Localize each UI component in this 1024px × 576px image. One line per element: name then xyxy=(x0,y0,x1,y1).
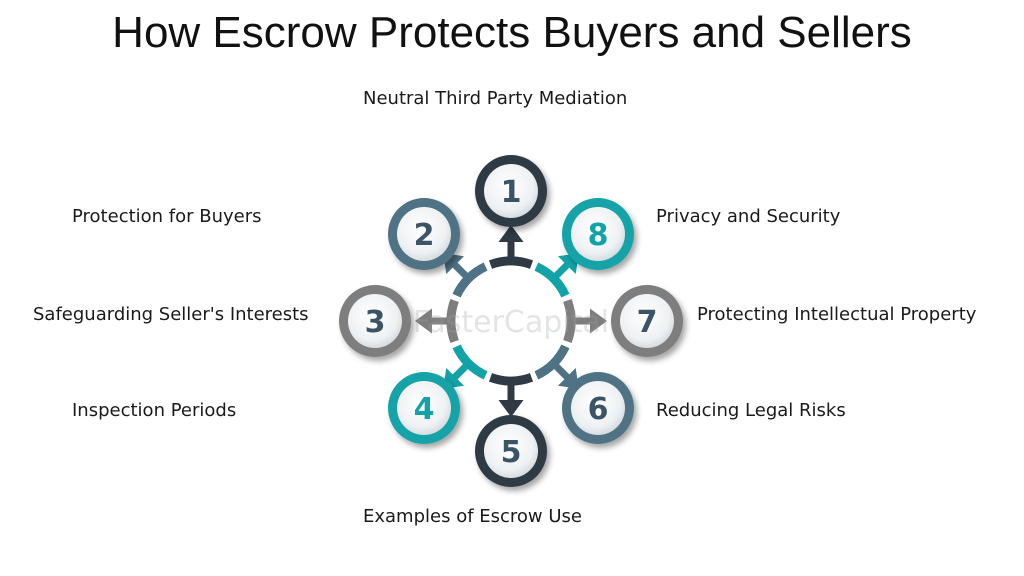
badge-number-8: 8 xyxy=(588,218,609,253)
label-item-3: Safeguarding Seller's Interests xyxy=(33,304,309,325)
badge-number-5: 5 xyxy=(501,435,522,470)
badge-number-6: 6 xyxy=(588,392,609,427)
badge-face-7 xyxy=(620,294,674,348)
ring-arc-8 xyxy=(534,262,570,298)
label-item-4: Inspection Periods xyxy=(72,400,237,421)
label-item-1: Neutral Third Party Mediation xyxy=(363,88,628,109)
arrow-stem-6 xyxy=(552,362,572,382)
ring-arc-1 xyxy=(488,256,534,269)
badge-2: 2 xyxy=(388,198,460,270)
badge-5: 5 xyxy=(475,415,547,487)
ring-arc-5 xyxy=(488,373,534,386)
label-item-8: Privacy and Security xyxy=(656,206,841,227)
badge-face-2 xyxy=(397,207,451,261)
badge-number-1: 1 xyxy=(501,175,522,210)
badge-3: 3 xyxy=(339,285,411,357)
label-item-2: Protection for Buyers xyxy=(72,206,262,227)
badge-face-6 xyxy=(571,381,625,435)
badge-number-2: 2 xyxy=(414,218,435,253)
diagram-title: How Escrow Protects Buyers and Sellers xyxy=(112,8,912,57)
badge-number-3: 3 xyxy=(365,305,386,340)
ring-arc-3 xyxy=(446,298,459,344)
badge-face-5 xyxy=(484,424,538,478)
badge-8: 8 xyxy=(562,198,634,270)
badge-1: 1 xyxy=(475,155,547,227)
number-badges: 1 2 3 4 5 6 7 8 xyxy=(339,155,683,487)
ring-arc-2 xyxy=(452,262,488,298)
badge-face-1 xyxy=(484,164,538,218)
badge-4: 4 xyxy=(388,372,460,444)
arrow-head-7 xyxy=(590,308,607,334)
arrow-head-1 xyxy=(498,225,524,242)
label-item-5: Examples of Escrow Use xyxy=(363,506,582,527)
center-ring-arcs xyxy=(415,225,607,417)
arrow-head-5 xyxy=(498,400,524,417)
label-item-6: Reducing Legal Risks xyxy=(656,400,846,421)
badge-face-4 xyxy=(397,381,451,435)
badge-number-7: 7 xyxy=(637,305,658,340)
badge-face-8 xyxy=(571,207,625,261)
badge-6: 6 xyxy=(562,372,634,444)
badge-number-4: 4 xyxy=(414,392,435,427)
badge-face-3 xyxy=(348,294,402,348)
watermark-text: FasterCapital xyxy=(413,305,609,340)
arrow-stem-4 xyxy=(450,362,470,382)
label-item-7: Protecting Intellectual Property xyxy=(697,304,977,325)
ring-arc-7 xyxy=(563,298,576,344)
badge-7: 7 xyxy=(611,285,683,357)
arrow-stem-2 xyxy=(450,260,470,280)
arrow-stem-8 xyxy=(552,260,572,280)
ring-arc-4 xyxy=(452,344,488,380)
arrow-head-3 xyxy=(415,308,432,334)
center-circle xyxy=(461,271,561,371)
ring-arc-6 xyxy=(534,344,570,380)
